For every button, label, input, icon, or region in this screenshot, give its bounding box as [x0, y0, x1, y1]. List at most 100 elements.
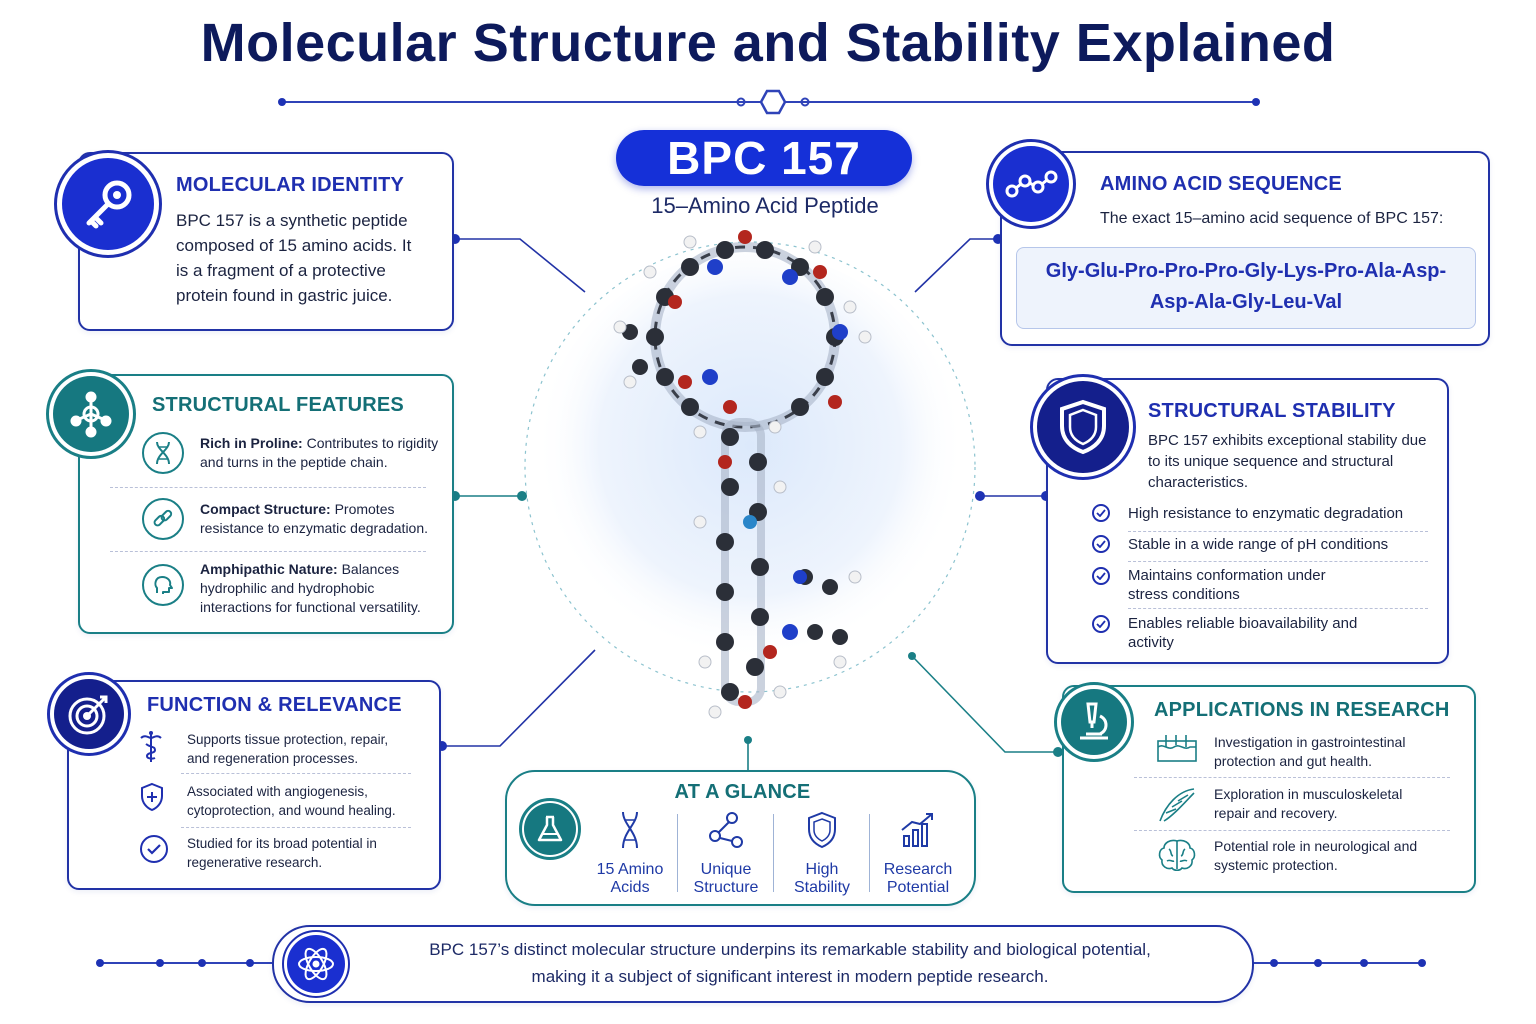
key-icon [86, 180, 132, 229]
footer-dot [1360, 959, 1368, 967]
function-item-text: Studied for its broad potential in regen… [187, 836, 377, 870]
check-icon [1092, 567, 1110, 585]
glance-label: Structure [693, 879, 759, 896]
footer-dot [198, 959, 206, 967]
function-item: Supports tissue protection, repair, and … [137, 730, 407, 768]
shield-icon [1060, 399, 1106, 455]
divider [1128, 561, 1428, 562]
amino-acid-sequence-heading: AMINO ACID SEQUENCE [1100, 173, 1342, 195]
glance-label: Unique [700, 861, 752, 878]
glance-item-research: Research Potential [878, 810, 958, 897]
divider [1134, 777, 1450, 778]
glance-divider [773, 814, 774, 892]
feature-text: Promotes resistance to enzymatic degrada… [200, 501, 429, 536]
divider-dot [1252, 98, 1260, 106]
stability-item: High resistance to enzymatic degradation [1092, 504, 1403, 522]
amino-acid-sequence-badge [986, 139, 1076, 229]
glance-label: Research [883, 861, 953, 878]
structural-stability-badge [1030, 374, 1136, 480]
application-item: Potential role in neurological and syste… [1156, 837, 1424, 875]
molecular-identity-heading: MOLECULAR IDENTITY [176, 174, 405, 196]
footer-text-line-2: making it a subject of significant inter… [531, 967, 1049, 986]
stability-item-text: Maintains conformation under stress cond… [1128, 567, 1326, 603]
feature-item: Compact Structure: Promotes resistance t… [142, 498, 442, 540]
atom-icon [298, 947, 334, 981]
footer-text-line-1: BPC 157’s distinct molecular structure u… [429, 940, 1151, 959]
check-icon [1092, 504, 1110, 522]
sequence-box: Gly-Glu-Pro-Pro-Pro-Gly-Lys-Pro-Ala-Asp-… [1016, 247, 1476, 329]
brain-icon [1158, 839, 1196, 872]
glance-divider [869, 814, 870, 892]
amino-acid-sequence-intro: The exact 15–amino acid sequence of BPC … [1100, 210, 1444, 227]
molecular-identity-text: BPC 157 is a synthetic peptide composed … [176, 211, 412, 305]
feature-title: Amphipathic Nature: [200, 561, 338, 577]
amino-acid-sequence-card: AMINO ACID SEQUENCE The exact 15–amino a… [1000, 151, 1490, 346]
application-item: Exploration in musculoskeletal repair an… [1156, 785, 1424, 825]
application-item-text: Exploration in musculoskeletal repair an… [1214, 786, 1403, 821]
feature-text: Balances hydrophilic and hydrophobic int… [200, 561, 421, 615]
glance-label: 15 Amino [596, 861, 664, 878]
glance-item-amino-acids: 15 Amino Acids [590, 810, 670, 897]
divider [1128, 531, 1428, 532]
footer-dot [1314, 959, 1322, 967]
molecule-icon [70, 391, 112, 438]
microscope-icon [1080, 702, 1108, 740]
function-relevance-heading: FUNCTION & RELEVANCE [147, 694, 402, 716]
at-a-glance-heading: AT A GLANCE [674, 781, 811, 803]
head-icon [154, 576, 173, 594]
application-item-text: Investigation in gastrointestinal protec… [1214, 734, 1406, 769]
feature-item: Rich in Proline: Contributes to rigidity… [142, 432, 442, 474]
hexagon-divider-icon [733, 89, 813, 115]
glance-label: Potential [886, 879, 950, 896]
applications-heading: APPLICATIONS IN RESEARCH [1154, 699, 1450, 721]
application-item: Investigation in gastrointestinal protec… [1156, 733, 1434, 771]
sequence-line-2: Asp-Ala-Gly-Leu-Val [1149, 291, 1343, 313]
function-item-text: Supports tissue protection, repair, and … [187, 732, 389, 766]
divider [1134, 830, 1450, 831]
divider [181, 827, 411, 828]
page-title: Molecular Structure and Stability Explai… [200, 13, 1336, 73]
glance-item-structure: Unique Structure [686, 810, 766, 897]
glance-divider [677, 814, 678, 892]
stability-item-text: Enables reliable bioavailability and act… [1128, 615, 1358, 651]
application-item-text: Potential role in neurological and syste… [1214, 838, 1418, 873]
footer-dot [96, 959, 104, 967]
check-icon [140, 835, 168, 863]
feature-text: Contributes to rigidity and turns in the… [200, 435, 439, 470]
glance-label: Acids [610, 879, 650, 896]
function-relevance-badge [47, 672, 131, 756]
dna-icon [622, 811, 638, 849]
stability-item: Enables reliable bioavailability and act… [1092, 614, 1358, 652]
divider [1128, 608, 1428, 609]
feature-title: Compact Structure: [200, 501, 331, 517]
function-item-text: Associated with angiogenesis, cytoprotec… [187, 784, 396, 818]
molecule-icon [709, 812, 743, 848]
flask-icon [537, 815, 563, 842]
check-icon [1092, 535, 1110, 553]
shield-plus-icon [141, 782, 163, 812]
applications-badge [1054, 682, 1134, 762]
glance-item-stability: High Stability [782, 810, 862, 897]
sequence-line-1: Gly-Glu-Pro-Pro-Pro-Gly-Lys-Pro-Ala-Asp- [1045, 260, 1447, 282]
stability-item-text: Stable in a wide range of pH conditions [1128, 535, 1389, 553]
divider-dot [278, 98, 286, 106]
structural-features-badge [46, 369, 136, 459]
divider [110, 551, 426, 552]
shield-icon [808, 811, 836, 849]
footer-dot [1418, 959, 1426, 967]
check-icon [1092, 615, 1110, 633]
title-divider-right [812, 101, 1256, 103]
structural-features-heading: STRUCTURAL FEATURES [152, 394, 404, 416]
tissue-icon [1157, 735, 1197, 762]
footer-dot [246, 959, 254, 967]
muscle-icon [1159, 788, 1195, 822]
dna-icon [156, 441, 170, 465]
stability-item-text: High resistance to enzymatic degradation [1128, 504, 1404, 522]
title-divider-left [282, 101, 734, 103]
footer-dot [1270, 959, 1278, 967]
caduceus-icon [140, 731, 162, 762]
feature-title: Rich in Proline: [200, 435, 303, 451]
structural-features-card: STRUCTURAL FEATURES Rich in Proline: Con… [78, 374, 454, 634]
stability-item: Stable in a wide range of pH conditions [1092, 535, 1388, 553]
glance-label: Stability [793, 879, 851, 896]
